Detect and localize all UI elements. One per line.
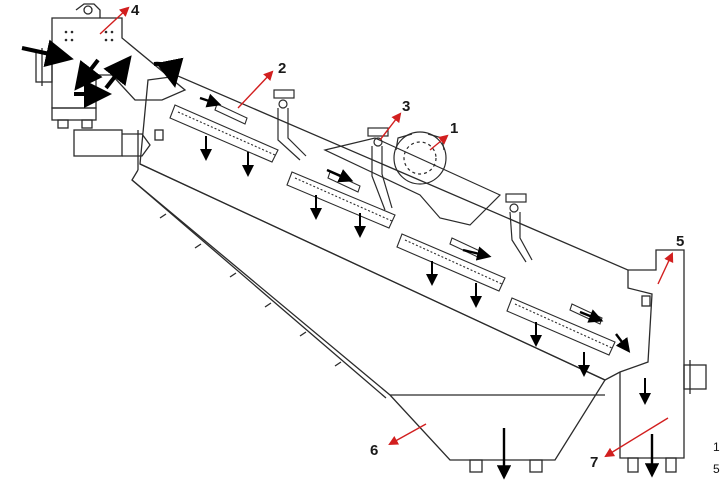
flow-arrow-deck-4	[579, 309, 604, 323]
edge-text-1: 1	[713, 440, 720, 454]
callout-labels: 1 2 3 4 5 6 7	[131, 2, 684, 471]
flow-arrow-deck-5	[615, 333, 631, 353]
screen-panels	[169, 103, 616, 356]
callout-arrow-4	[99, 6, 130, 35]
callout-label-7: 7	[590, 454, 598, 471]
inlet-bolt-holes	[64, 30, 114, 42]
callout-arrow-3	[379, 112, 402, 141]
callout-label-1: 1	[450, 120, 458, 137]
spray-bar-3	[505, 193, 533, 263]
underflow-hopper	[131, 169, 606, 473]
flow-arrow-to-screen	[153, 57, 184, 88]
flow-arrow-swirl-3	[103, 55, 132, 90]
vibrator-motor	[393, 131, 447, 185]
edge-text-2: 5	[713, 462, 720, 476]
callout-arrows	[99, 6, 674, 458]
callout-arrow-5	[657, 252, 674, 285]
flow-arrows	[21, 39, 660, 480]
callout-label-2: 2	[278, 60, 286, 77]
vibrator-mount	[323, 137, 502, 226]
flow-arrow-deck-1	[199, 93, 222, 108]
screen-panel-4	[506, 297, 616, 356]
overflow-box	[619, 249, 707, 473]
spray-bar-1	[273, 89, 307, 161]
callout-label-5: 5	[676, 233, 684, 250]
callout-arrow-2	[237, 70, 274, 109]
callout-label-4: 4	[131, 2, 140, 19]
flow-arrow-deck-2	[326, 168, 354, 183]
flow-arrows-underflow	[200, 136, 590, 377]
callout-arrow-1	[429, 134, 449, 151]
callout-label-3: 3	[402, 98, 410, 115]
hopper-stiffeners	[159, 213, 342, 367]
screen-panel-2	[286, 171, 396, 229]
callout-arrow-6	[388, 423, 427, 446]
inlet-box	[35, 3, 187, 157]
callout-arrow-7	[604, 417, 669, 458]
screen-panel-3	[396, 233, 506, 292]
feed-in-arrow	[21, 39, 74, 68]
spray-bar-2	[367, 127, 393, 211]
flow-arrow-swirl-1	[74, 58, 103, 91]
screen-housing	[137, 75, 653, 381]
spray-assemblies	[273, 89, 533, 263]
callout-label-6: 6	[370, 442, 378, 459]
flow-arrow-deck-3	[462, 246, 492, 261]
